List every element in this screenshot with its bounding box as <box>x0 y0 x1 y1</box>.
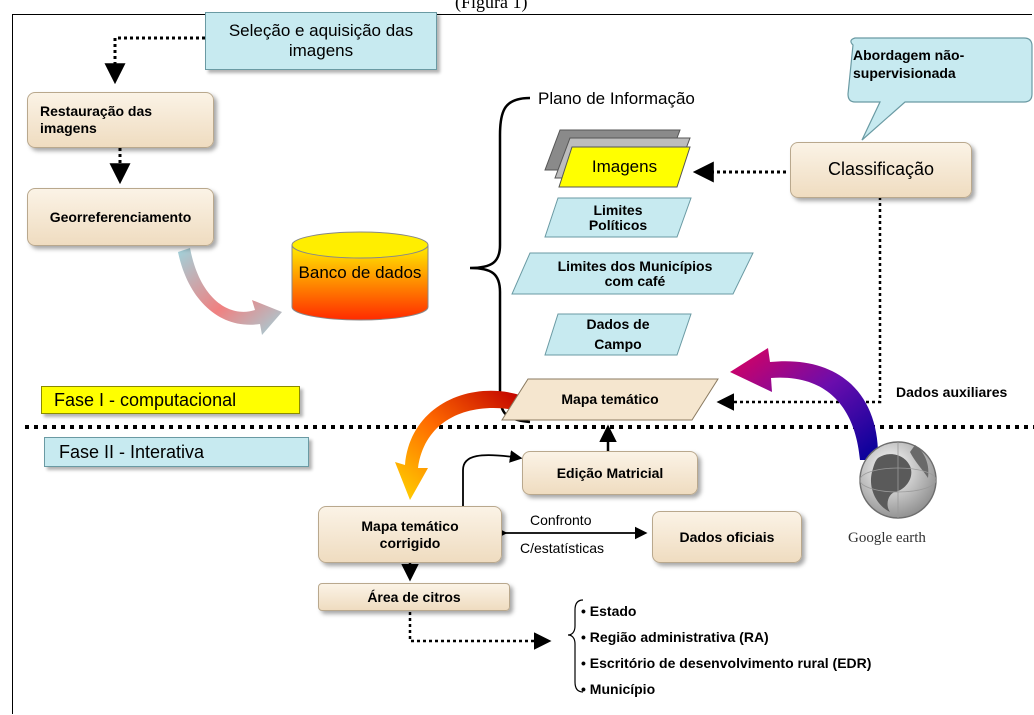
arrow-fase-transition <box>395 390 520 500</box>
area-citros-label: Área de citros <box>367 588 461 605</box>
arrow-selecao-restauracao <box>104 36 205 85</box>
google-earth-label: Google earth <box>848 530 926 546</box>
limites-politicos-label: Limites Políticos <box>588 201 648 233</box>
google-earth-globe-icon <box>859 441 937 519</box>
figure-caption: (Figura 1) <box>455 0 528 12</box>
level-item: • Estado <box>581 603 637 619</box>
limites-politicos-parallelogram <box>544 197 692 238</box>
mapa-corrigido-label: Mapa temático corrigido <box>361 517 459 551</box>
banco-cylinder <box>291 231 429 321</box>
georref-label: Georreferenciamento <box>49 208 192 225</box>
level-item: • Escritório de desenvolvimento rural (E… <box>581 655 872 671</box>
levels-brace <box>567 599 584 693</box>
level-edr: Escritório de desenvolvimento rural (EDR… <box>589 655 872 671</box>
level-estado: Estado <box>589 603 637 619</box>
dados-oficiais-label: Dados oficiais <box>679 528 775 545</box>
fase1-label: Fase I - computacional <box>41 386 300 414</box>
arrow-classificacao-mapa <box>716 197 882 411</box>
layer-dados-campo: Dados de Campo <box>543 313 693 357</box>
dados-auxiliares-label: Dados auxiliares <box>896 384 1008 400</box>
abordagem-bubble <box>847 37 1033 141</box>
confronto-label: Confronto <box>530 512 592 528</box>
restauracao-label: Restauração das imagens <box>40 103 153 136</box>
box-classificacao: Classificação <box>790 142 972 198</box>
layer-imagens: Imagens <box>557 145 692 189</box>
limites-municipios-parallelogram <box>511 252 754 295</box>
edicao-label: Edição Matricial <box>556 464 664 481</box>
box-area-citros: Área de citros <box>318 583 510 611</box>
selecao-label: Seleção e aquisição das imagens <box>228 20 414 60</box>
arrow-corrigido-edicao <box>462 450 523 506</box>
box-georref: Georreferenciamento <box>27 188 214 246</box>
arrow-area-levels <box>408 612 552 650</box>
estatisticas-label: C/estatísticas <box>520 540 605 556</box>
box-restauracao: Restauração das imagens <box>27 92 214 148</box>
box-selecao: Seleção e aquisição das imagens <box>205 12 437 70</box>
arrow-georref-banco <box>178 248 282 335</box>
abordagem-label: Abordagem não-supervisionada <box>853 47 965 82</box>
arrow-google-mapa <box>730 348 879 460</box>
diagram-frame <box>12 14 1032 714</box>
level-municipio: Município <box>589 681 656 697</box>
imagens-label: Imagens <box>591 156 658 176</box>
box-mapa-corrigido: Mapa temático corrigido <box>318 506 502 563</box>
dados-campo-parallelogram <box>544 313 692 356</box>
level-item: • Município <box>581 681 656 697</box>
box-edicao: Edição Matricial <box>522 451 698 495</box>
imagens-parallelogram <box>558 146 691 188</box>
layer-limites-politicos: Limites Políticos <box>543 197 693 239</box>
box-dados-oficiais: Dados oficiais <box>652 511 802 563</box>
plano-title: Plano de Informação <box>538 89 695 108</box>
level-ra: Região administrativa (RA) <box>589 629 769 645</box>
mapa-tematico-parallelogram <box>501 378 719 421</box>
layer-limites-municipios: Limites dos Municípios com café <box>510 252 755 296</box>
levels-list: • Estado • Região administrativa (RA) • … <box>581 598 871 702</box>
banco-label: Banco de dados <box>298 263 422 282</box>
limites-municipios-label: Limites dos Municípios com café <box>557 257 713 289</box>
classificacao-label: Classificação <box>827 159 935 180</box>
level-item: • Região administrativa (RA) <box>581 629 769 645</box>
dados-campo-label: Dados de Campo <box>586 316 650 352</box>
fase2-label: Fase II - Interativa <box>44 437 309 467</box>
mapa-tematico-label: Mapa temático <box>561 391 659 408</box>
mapa-tematico: Mapa temático <box>500 378 720 422</box>
